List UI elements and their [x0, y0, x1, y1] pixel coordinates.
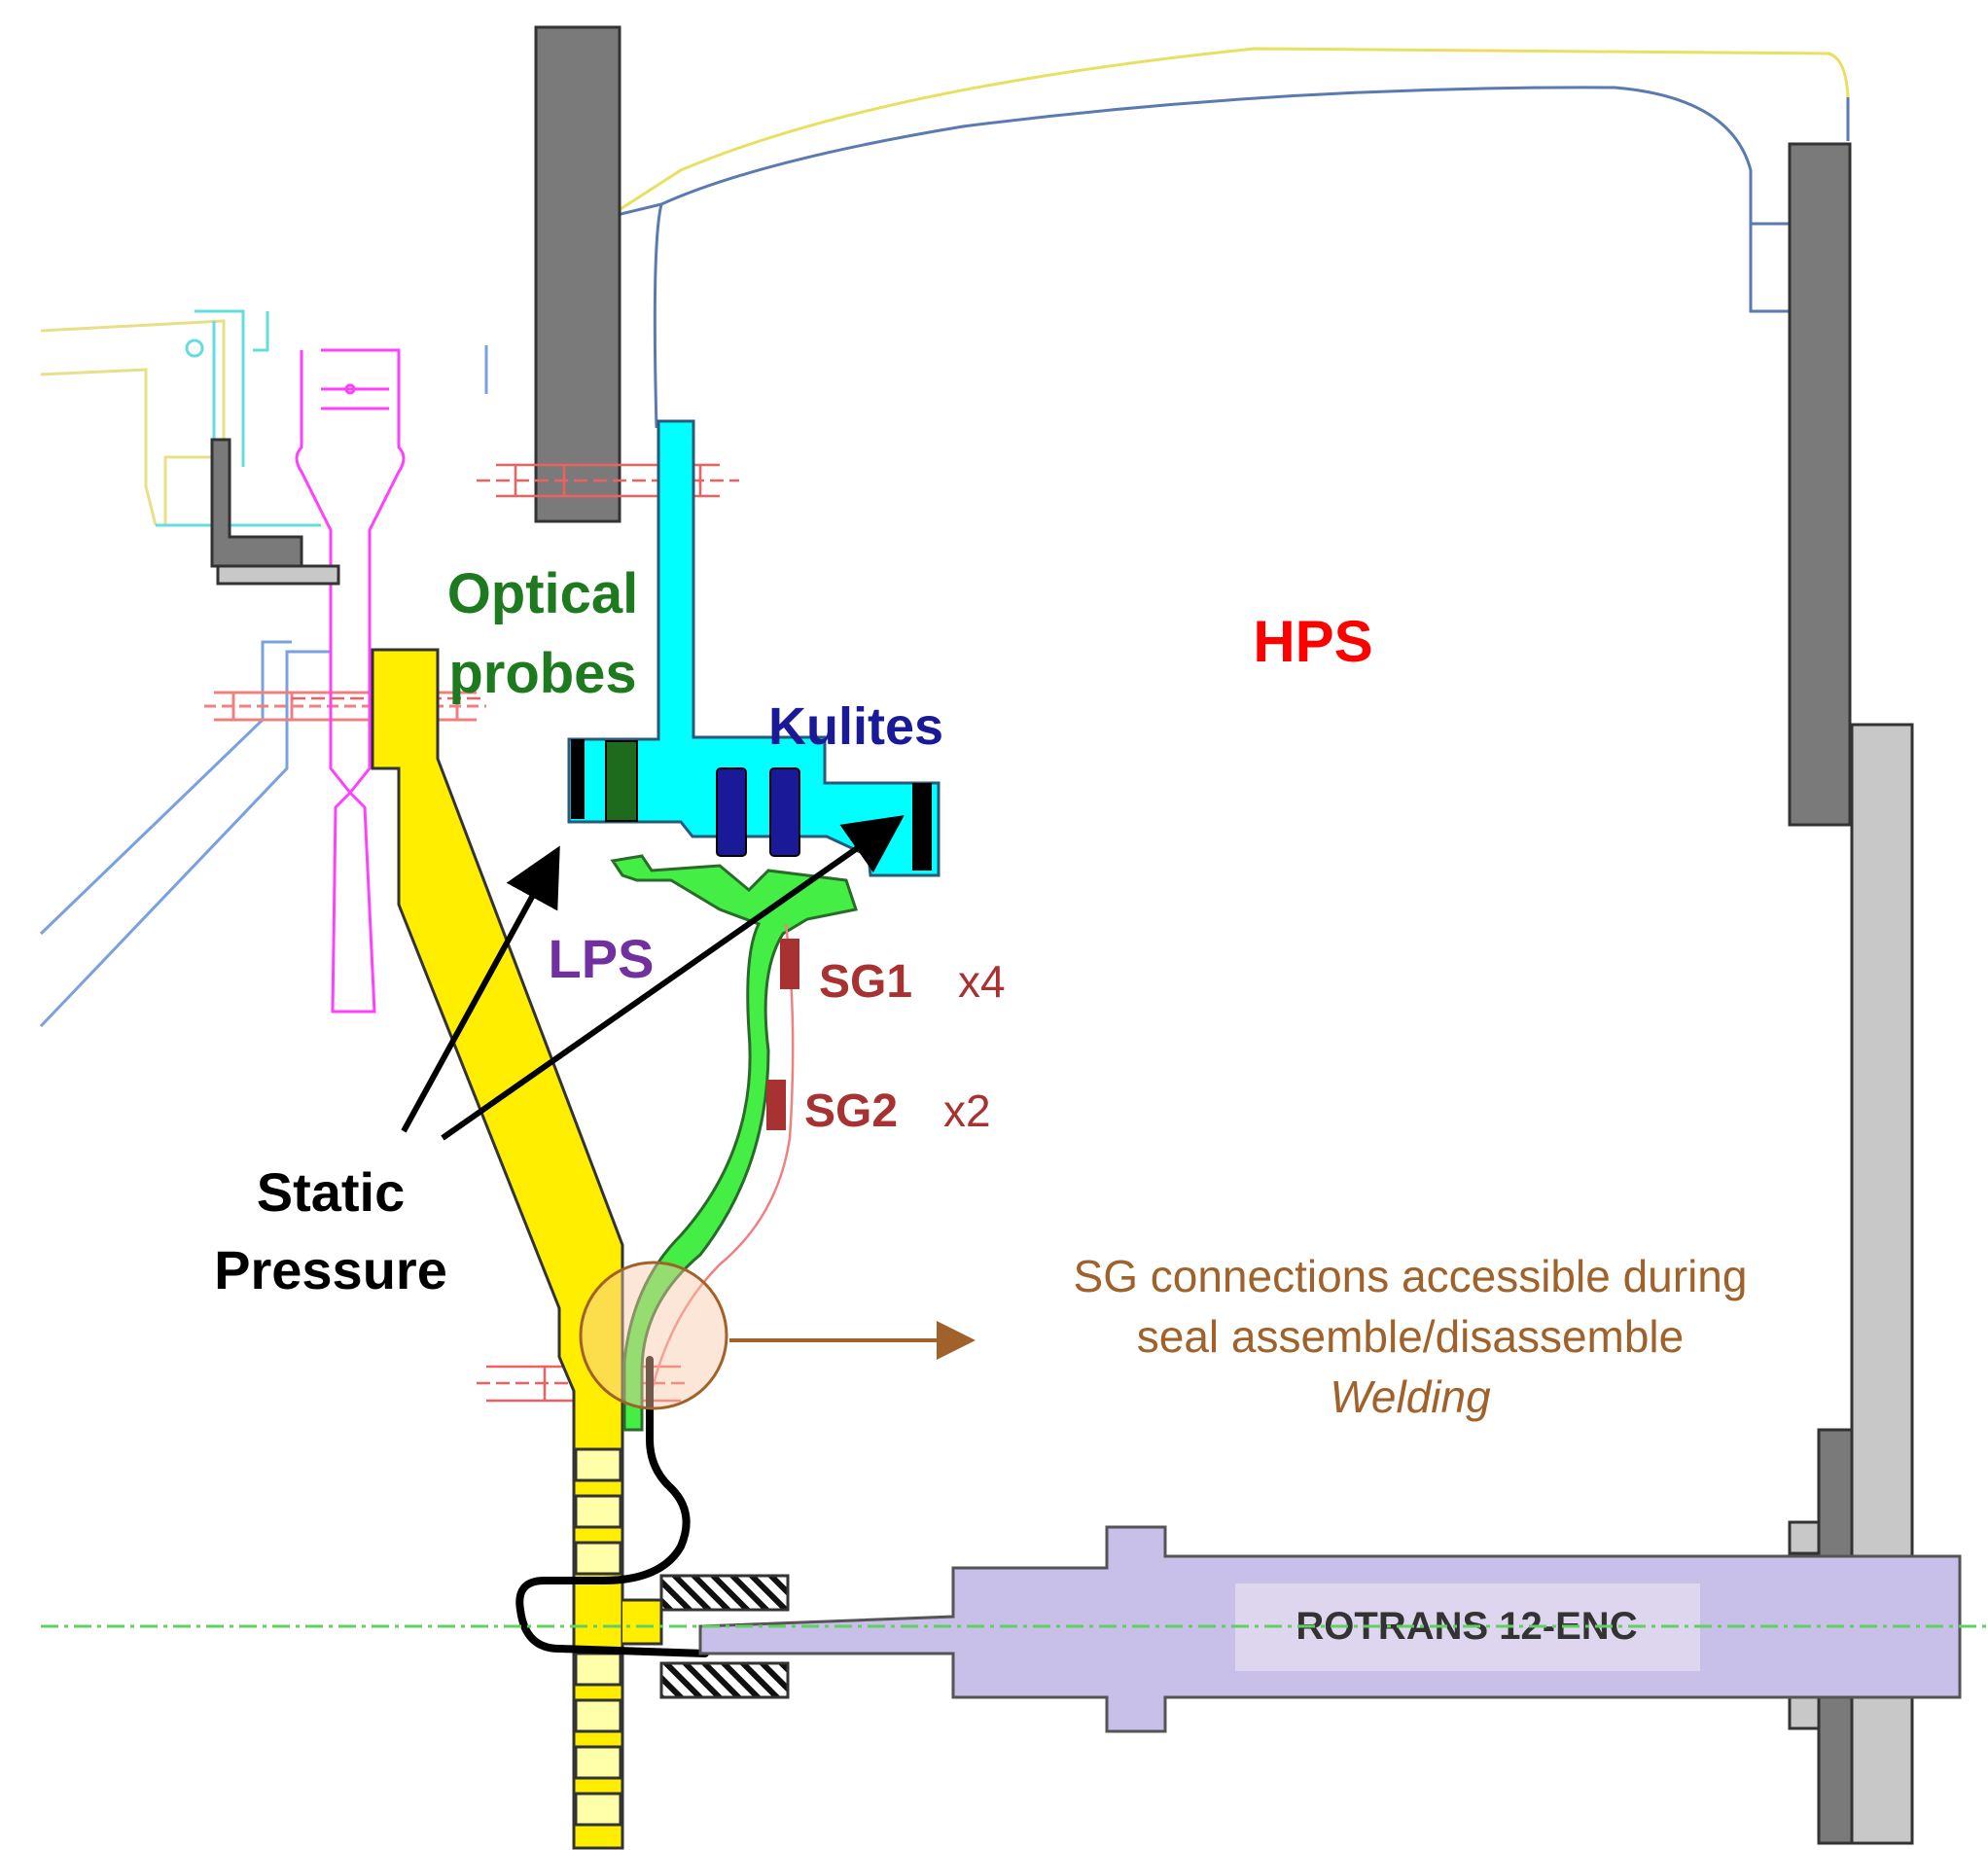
sg1-gauge [780, 939, 799, 989]
yellow-rotor [371, 648, 663, 1850]
optical-probes-label-line2: probes [448, 642, 636, 705]
optical-probe-black-left [571, 739, 585, 819]
kulites-sensors [716, 767, 800, 857]
green-seal [610, 854, 858, 1432]
left-background-linework [39, 309, 488, 1028]
sg2-label: SG2 [804, 1085, 898, 1137]
lps-label: LPS [549, 928, 655, 989]
left-housing-column [534, 25, 621, 523]
magenta-ring-part [295, 348, 406, 1014]
sg-note-line1: SG connections accessible during [1074, 1251, 1748, 1301]
static-pressure-arrow-right [441, 815, 905, 1141]
static-pressure-label-line2: Pressure [214, 1239, 447, 1300]
static-pressure-label-line1: Static [257, 1161, 406, 1223]
optical-probe-green [605, 740, 638, 822]
kulite-sensor-1 [716, 767, 747, 857]
optical-probes [571, 739, 932, 871]
hatched-nut [659, 1574, 790, 1699]
hps-label: HPS [1253, 609, 1372, 674]
seal-inner-line [650, 923, 795, 1392]
static-pressure-arrow-left [401, 845, 560, 1133]
sg-note-line3: Welding [1330, 1371, 1491, 1422]
sg2-gauge [766, 1080, 786, 1130]
optical-probe-black-right [912, 783, 932, 871]
optical-probes-label-line1: Optical [447, 562, 639, 625]
casing-outline [612, 47, 1850, 429]
sg-cable [515, 1356, 709, 1657]
sg-note-line2: seal assemble/disassemble [1137, 1311, 1685, 1362]
rotrans-body [698, 1525, 1962, 1733]
kulites-label: Kulites [768, 697, 943, 756]
gray-bracket [210, 438, 340, 586]
sg1-label: SG1 [819, 956, 912, 1008]
sg-connection-zone-circle [579, 1261, 728, 1410]
kulite-sensor-2 [769, 767, 800, 857]
sg1-count: x4 [958, 956, 1006, 1007]
sg2-count: x2 [943, 1085, 991, 1136]
